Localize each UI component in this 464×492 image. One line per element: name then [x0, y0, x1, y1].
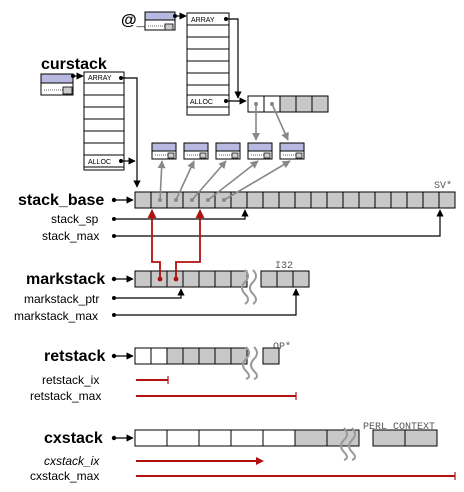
retstack-label: retstack	[44, 348, 105, 365]
stack-cell	[134, 270, 152, 288]
stack-cell	[182, 347, 200, 365]
stack-base-cells	[134, 191, 456, 209]
stack-cell	[326, 191, 344, 209]
stack-sp-label: stack_sp	[51, 212, 99, 226]
stack-cell	[246, 191, 264, 209]
sv-head-icon	[279, 142, 305, 160]
stack-cell	[134, 347, 152, 365]
retstack-cells	[134, 347, 280, 365]
markstack-label: markstack	[26, 271, 105, 288]
at-underscore-group: @_ ARRAY ALLOC	[121, 11, 247, 116]
sv-head-icon	[144, 11, 176, 31]
stack-cell	[406, 191, 424, 209]
stack-cell	[310, 191, 328, 209]
wavy-break-icon	[340, 427, 356, 461]
at-underscore-label: @_	[121, 12, 147, 29]
retstack-max-label: retstack_max	[30, 389, 101, 403]
stack-cell	[342, 191, 360, 209]
curstack-group: curstack ARRAY ALLOC	[40, 56, 141, 188]
stack-cell	[230, 429, 264, 447]
stack-cell	[166, 347, 184, 365]
sv-head-icon	[183, 142, 209, 160]
stack-cell	[230, 347, 248, 365]
stack-cell	[390, 191, 408, 209]
stack-max-label: stack_max	[42, 229, 99, 243]
stack-cell	[134, 429, 168, 447]
sv-head-icon	[247, 142, 273, 160]
markstack-max-label: markstack_max	[14, 309, 98, 323]
cxstack-type-label: PERL_CONTEXT	[363, 422, 435, 433]
markstack-type-label: I32	[275, 261, 293, 272]
markstack-ptr-label: markstack_ptr	[24, 292, 99, 306]
sv-heads	[151, 142, 305, 160]
stack-cell	[166, 429, 200, 447]
at-underscore-array-label: ARRAY	[191, 17, 215, 24]
stack-cell	[278, 191, 296, 209]
stack-cell	[262, 347, 280, 365]
stack-cell	[422, 191, 440, 209]
curstack-label: curstack	[41, 56, 107, 73]
stack-cell	[358, 191, 376, 209]
at-underscore-alloc-label: ALLOC	[190, 99, 213, 106]
stack-cell	[230, 270, 248, 288]
sv-head-icon	[151, 142, 177, 160]
stack-cell	[214, 347, 232, 365]
wavy-break-icon	[242, 346, 258, 380]
at-underscore-data-array	[247, 95, 329, 141]
cxstack-cells	[134, 429, 438, 447]
stack-cell	[214, 270, 232, 288]
stack-cell	[292, 270, 310, 288]
stack-cell	[198, 270, 216, 288]
stack-cell	[262, 191, 280, 209]
stack-cell	[374, 191, 392, 209]
stack-cell	[150, 347, 168, 365]
stack-cell	[294, 191, 312, 209]
stack-cell	[294, 429, 328, 447]
stack-cell	[276, 270, 294, 288]
markstack-group: markstack I32 markstack_ptr markstack_ma…	[14, 209, 310, 323]
cxstack-ix-label: cxstack_ix	[44, 454, 100, 468]
curstack-array-label: ARRAY	[88, 75, 112, 82]
retstack-group: retstack OP* retstack_ix retstack_max	[30, 341, 297, 403]
stack-cell	[182, 270, 200, 288]
cxstack-group: cxstack PERL_CONTEXT cxstack_ix cxstack_…	[30, 422, 456, 483]
stack-cell	[404, 429, 438, 447]
wavy-break-icon	[241, 269, 257, 305]
sv-head-icon	[40, 73, 74, 96]
at-underscore-av-body	[186, 12, 230, 116]
stack-cell	[438, 191, 456, 209]
stack-cell	[260, 270, 278, 288]
retstack-ix-label: retstack_ix	[42, 373, 99, 387]
stack-base-group: stack_base SV* stack_sp stack_max	[18, 160, 456, 243]
stack-cell	[134, 191, 152, 209]
stack-base-type-label: SV*	[434, 180, 452, 192]
stack-cell	[198, 429, 232, 447]
stack-base-label: stack_base	[18, 192, 104, 209]
stack-cell	[198, 347, 216, 365]
cxstack-max-label: cxstack_max	[30, 469, 99, 483]
stack-cell	[262, 429, 296, 447]
cxstack-label: cxstack	[44, 430, 103, 447]
sv-head-icon	[215, 142, 241, 160]
stack-cell	[372, 429, 406, 447]
curstack-alloc-label: ALLOC	[88, 159, 111, 166]
